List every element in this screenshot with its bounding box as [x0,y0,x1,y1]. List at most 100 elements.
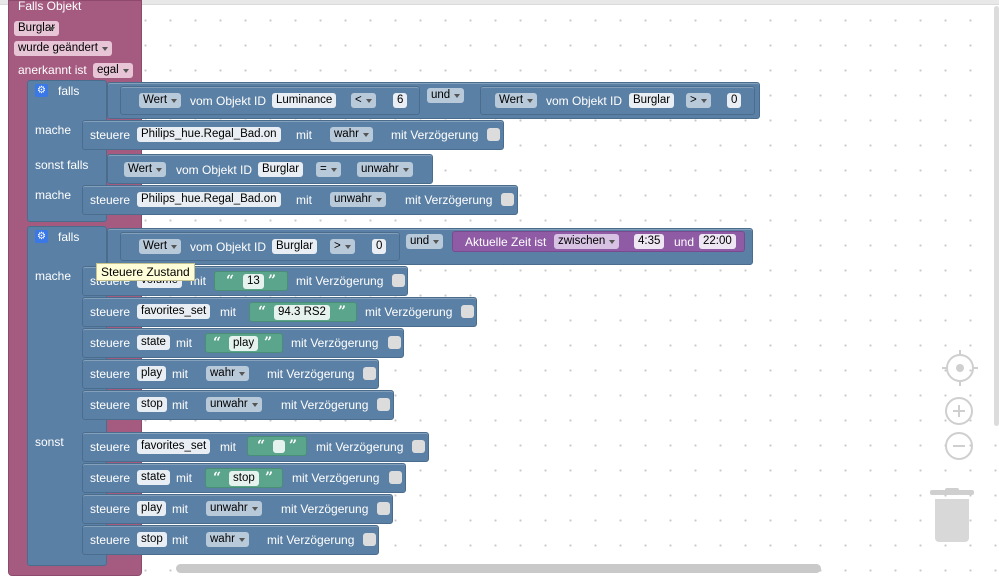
if1-cond1-value[interactable]: 6 [393,93,408,108]
if1-do1-object[interactable]: Philips_hue.Regal_Bad.on [137,127,281,142]
if2-do4-with: mit [172,367,188,381]
if1-do2-with: mit [296,193,312,207]
if2-else3-object[interactable]: play [137,501,167,516]
if2-else2-verb: steuere [90,471,131,485]
vertical-scrollbar[interactable] [994,6,999,426]
if2-do4-verb: steuere [90,367,131,381]
if2-do2-delay: mit Verzögerung [365,305,453,319]
if2-else1-object[interactable]: favorites_set [137,439,211,454]
if1-join[interactable]: und [427,88,465,103]
if2-do3-delay-checkbox[interactable] [388,336,401,349]
open-quote-icon: “ [257,438,266,454]
if1-sonst-falls-label: sonst falls [35,158,89,172]
if1-cond1-object[interactable]: Luminance [272,93,337,108]
gear-icon[interactable]: ⚙ [35,230,48,243]
if2-do4-object[interactable]: play [137,366,167,381]
if2-time-from[interactable]: 4:35 [634,234,665,249]
if2-do5-delay-checkbox[interactable] [377,398,390,411]
close-quote-icon: ” [264,335,273,351]
if2-do4-delay: mit Verzögerung [267,367,355,381]
close-quote-icon: ” [289,438,298,454]
close-quote-icon: ” [265,470,274,486]
if2-else1-delay-checkbox[interactable] [412,440,425,453]
if2-sonst-label: sonst [35,435,64,449]
if1-do1-delay-checkbox[interactable] [487,128,500,141]
if1-cond2-object[interactable]: Burglar [629,93,675,108]
if1-do1-value[interactable]: wahr [330,127,373,142]
if2-else1-value[interactable] [273,440,285,453]
if2-do2-delay-checkbox[interactable] [461,305,474,318]
if2-else4-with: mit [172,533,188,547]
if2-do3-verb: steuere [90,336,131,350]
if1-cond3-value[interactable]: unwahr [357,162,413,177]
if2-do2-verb: steuere [90,305,131,319]
if2-cond1-op[interactable]: > [330,239,355,254]
if2-do2-object[interactable]: favorites_set [137,304,211,319]
if2-do3-object[interactable]: state [137,335,170,350]
if2-do5-value[interactable]: unwahr [206,397,262,412]
if2-falls-label: falls [58,230,80,244]
if2-do2-with: mit [220,305,236,319]
if1-do2-verb: steuere [90,193,131,207]
close-quote-icon: ” [268,273,277,289]
if2-else4-delay-checkbox[interactable] [363,533,376,546]
plus-icon[interactable] [945,397,973,425]
trash-icon[interactable] [930,488,974,544]
if2-cond1-from: vom Objekt ID [190,240,267,254]
if2-do4-value[interactable]: wahr [206,366,249,381]
if2-else2-value[interactable]: stop [229,471,259,486]
if1-do2-delay-checkbox[interactable] [501,193,514,206]
if2-else2-with: mit [176,471,192,485]
if2-else2-delay-checkbox[interactable] [389,471,402,484]
open-quote-icon: “ [213,470,222,486]
trigger-ack-dropdown[interactable]: egal [93,63,133,78]
trigger-ack-label: anerkannt ist [18,63,87,77]
if1-do1-verb: steuere [90,128,131,142]
if2-do3-value[interactable]: play [229,336,259,351]
if2-cond1-attr[interactable]: Wert [139,239,182,254]
if2-do1-delay-checkbox[interactable] [392,274,405,287]
if2-do4-delay-checkbox[interactable] [363,367,376,380]
if2-else3-value[interactable]: unwahr [206,501,262,516]
if2-else2-object[interactable]: state [137,470,170,485]
if2-else4-value[interactable]: wahr [206,532,249,547]
if1-do1-block[interactable] [82,120,504,150]
open-quote-icon: “ [226,273,235,289]
if1-cond2-op[interactable]: > [686,93,711,108]
if1-cond2-attr[interactable]: Wert [495,93,538,108]
if1-cond3-object[interactable]: Burglar [258,162,304,177]
horizontal-scrollbar[interactable] [176,564,821,573]
if1-cond1-attr[interactable]: Wert [139,93,182,108]
if1-mache2-label: mache [35,188,72,202]
if1-cond3-from: vom Objekt ID [176,163,253,177]
if2-cond1-value[interactable]: 0 [372,239,387,254]
if1-cond2-value[interactable]: 0 [727,93,742,108]
if2-else4-object[interactable]: stop [137,532,167,547]
if2-cond1-object[interactable]: Burglar [272,239,318,254]
if1-falls-label: falls [58,84,80,98]
if2-else3-delay-checkbox[interactable] [377,502,390,515]
if2-do5-object[interactable]: stop [137,397,167,412]
if2-do1-value[interactable]: 13 [243,274,264,289]
top-border [0,0,999,5]
if1-cond1-op[interactable]: < [351,93,376,108]
if2-time-mode[interactable]: zwischen [554,234,620,249]
if1-do1-delay: mit Verzögerung [391,128,479,142]
if2-do1-delay: mit Verzögerung [296,274,384,288]
if1-cond3-attr[interactable]: Wert [124,162,167,177]
minus-icon[interactable] [945,432,973,460]
if1-cond3-op[interactable]: = [316,162,341,177]
trigger-object-dropdown[interactable]: Burglar [14,21,60,36]
if1-do2-value[interactable]: unwahr [330,192,386,207]
trigger-event-dropdown[interactable]: wurde geändert [14,41,112,56]
if2-time-to[interactable]: 22:00 [699,234,736,249]
target-icon[interactable] [942,350,978,386]
if2-do2-value[interactable]: 94.3 RS2 [274,305,330,320]
if2-else4-verb: steuere [90,533,131,547]
if1-cond2-from: vom Objekt ID [546,94,623,108]
if2-do5-verb: steuere [90,398,131,412]
if2-else4-delay: mit Verzögerung [267,533,355,547]
if1-do2-object[interactable]: Philips_hue.Regal_Bad.on [137,192,281,207]
gear-icon[interactable]: ⚙ [35,84,48,97]
if2-join[interactable]: und [406,234,444,249]
